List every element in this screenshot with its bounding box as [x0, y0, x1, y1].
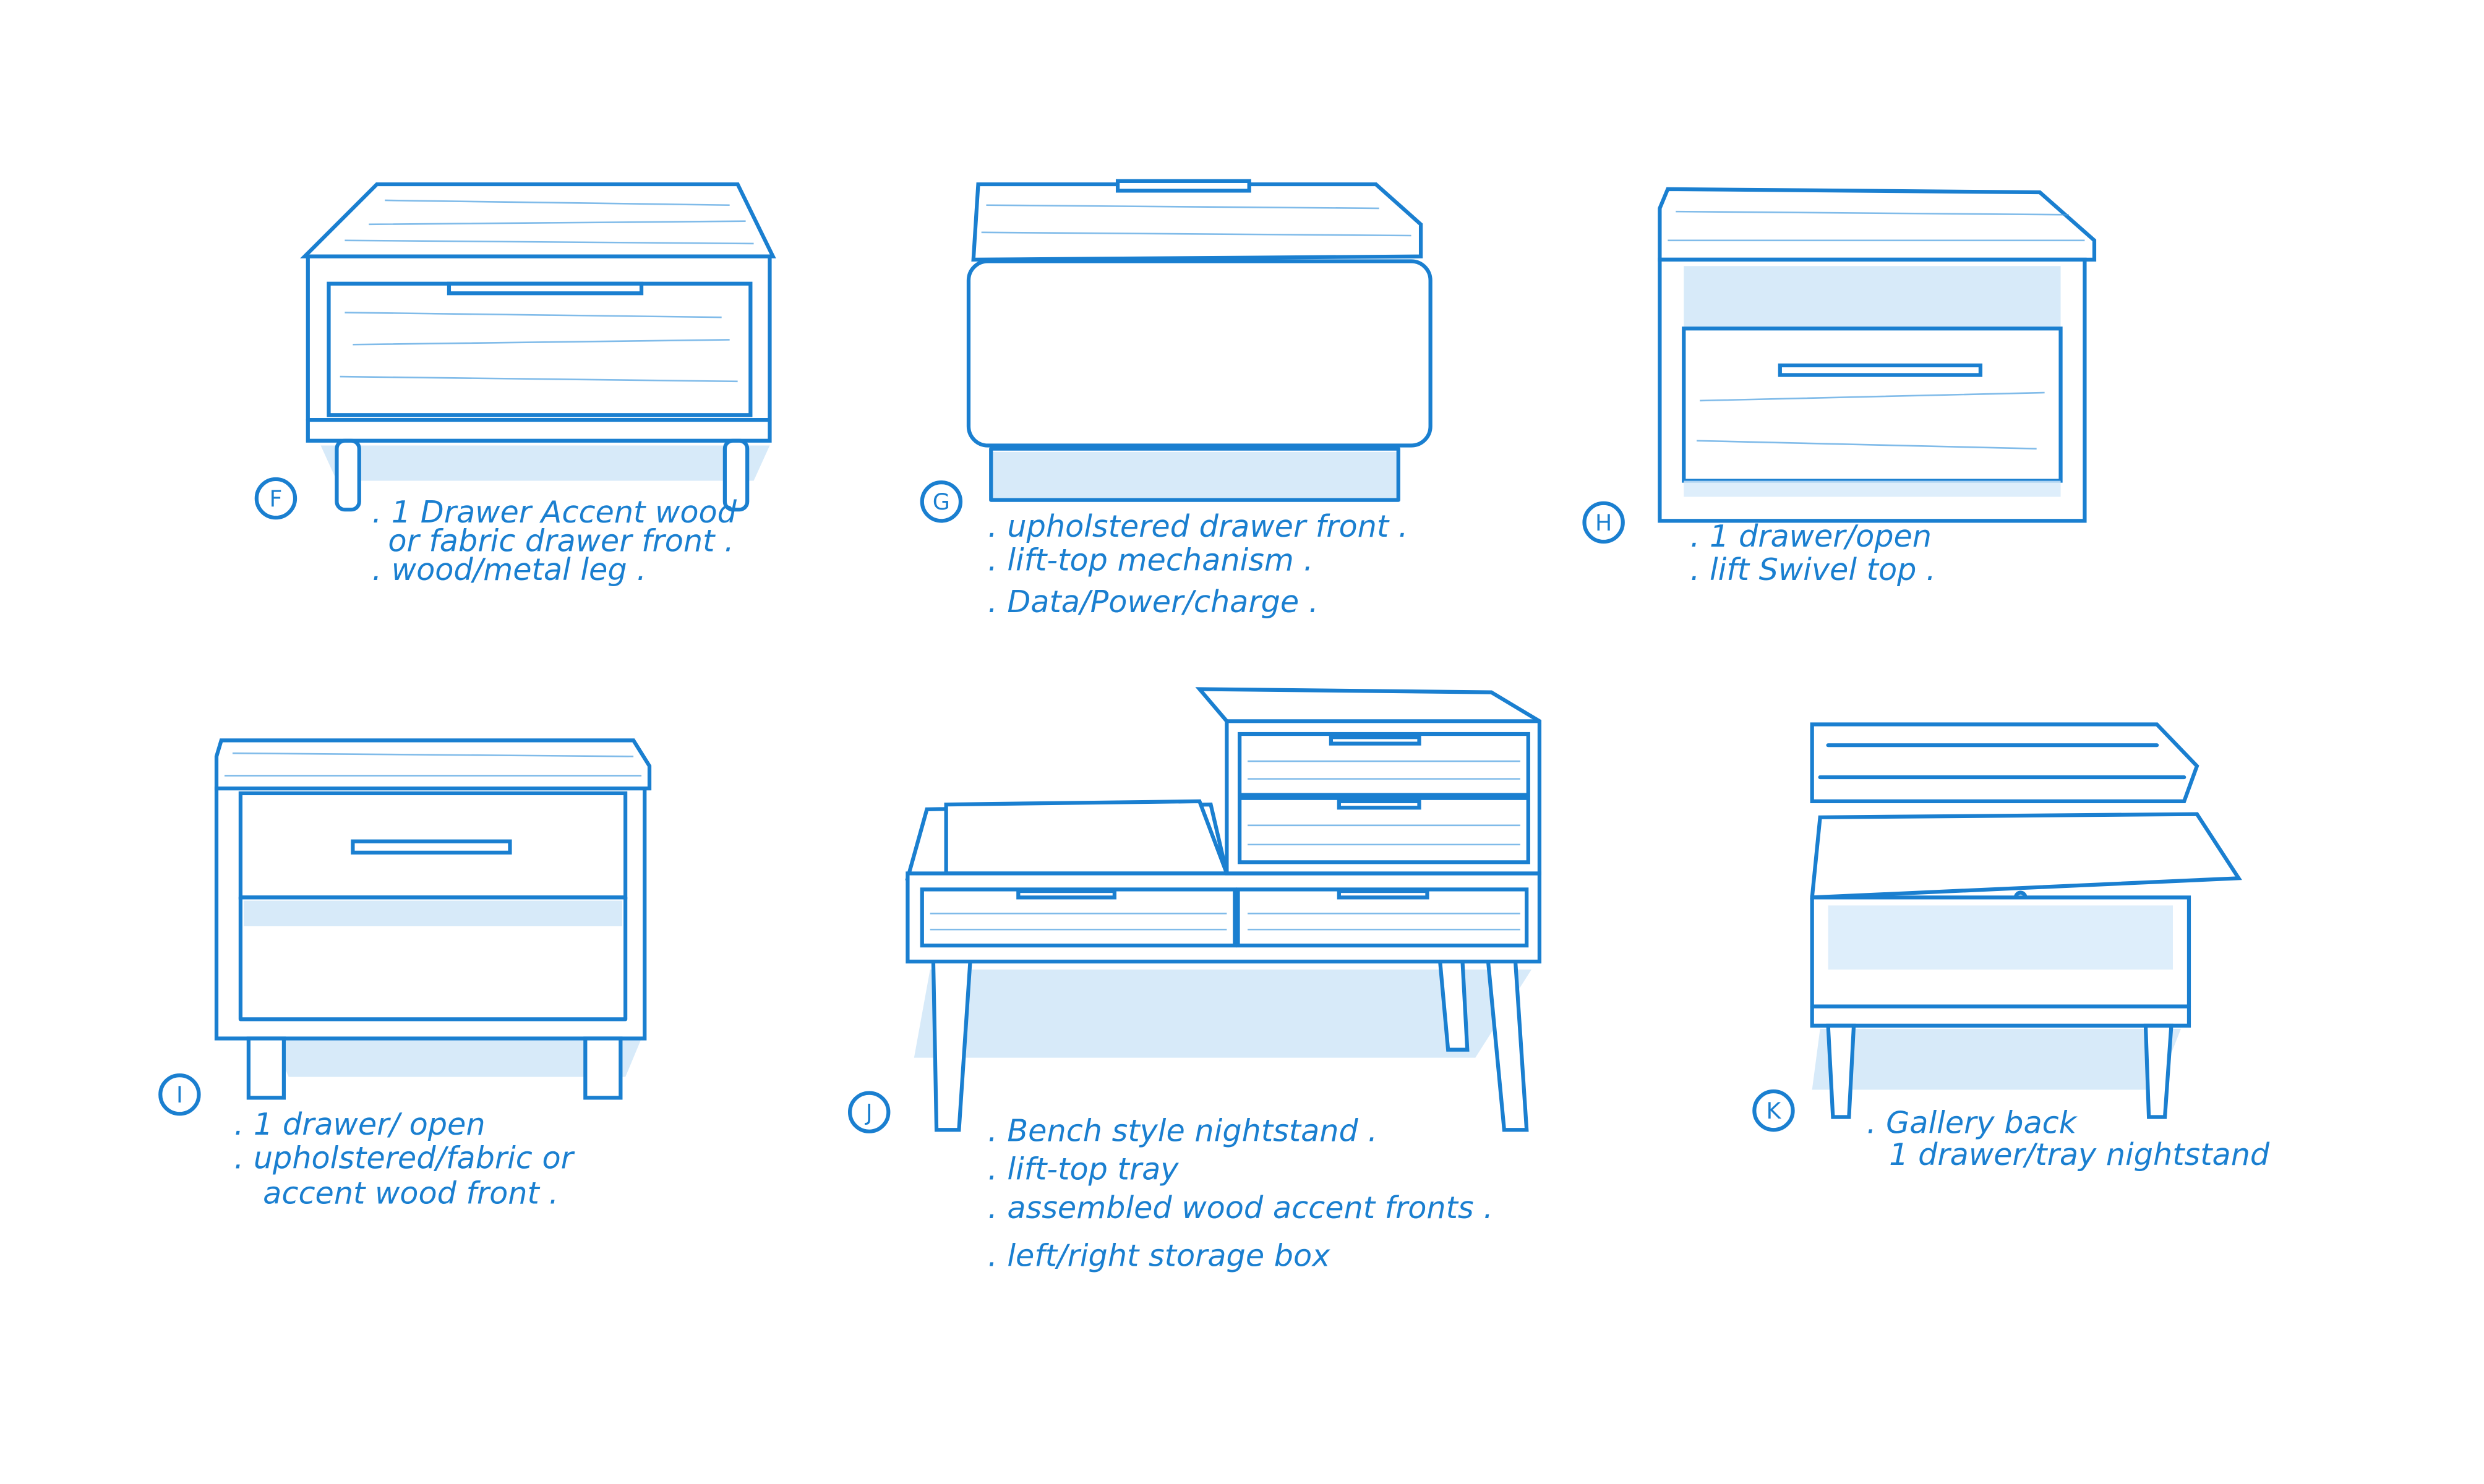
note: . assembled wood accent fronts . [988, 1190, 1493, 1226]
note: accent wood front . [263, 1175, 559, 1211]
design-label: F [269, 485, 282, 512]
design-label: G [933, 488, 950, 515]
nightstand-g-sketch [966, 179, 1433, 502]
design-f-annotation: F . 1 Drawer Accent wood or fabric drawe… [254, 477, 737, 587]
note: . lift Swivel top . [1690, 552, 1936, 587]
note: . upholstered/fabric or [234, 1140, 575, 1175]
design-label: J [865, 1099, 873, 1126]
design-label: K [1767, 1098, 1782, 1124]
design-k-annotation: K . Gallery back 1 drawer/tray nightstan… [1752, 1089, 2270, 1172]
note: . Data/Power/charge . [988, 584, 1318, 620]
note: . wood/metal leg . [372, 552, 646, 587]
note: . Bench style nightstand . [988, 1112, 1377, 1148]
label-circle [920, 480, 963, 523]
label-circle [254, 477, 298, 520]
design-j-annotation: J . Bench style nightstand . . lift-top … [847, 1091, 1493, 1274]
nightstand-j-sketch [905, 687, 1542, 1132]
note: . Gallery back [1867, 1104, 2078, 1140]
note: . lift-top tray [988, 1151, 1179, 1187]
note: or fabric drawer front . [388, 523, 734, 559]
note: . 1 drawer/ open [234, 1106, 486, 1142]
design-i-annotation: I . 1 drawer/ open . upholstered/fabric … [158, 1073, 575, 1211]
nightstand-i-sketch [214, 738, 652, 1100]
note: . 1 drawer/open [1690, 518, 1932, 554]
label-circle [1582, 501, 1625, 544]
note: . upholstered drawer front . [988, 508, 1408, 544]
note: 1 drawer/tray nightstand [1889, 1136, 2270, 1172]
design-label: I [176, 1081, 183, 1108]
label-circle [847, 1091, 891, 1133]
design-label: H [1595, 510, 1612, 536]
nightstand-f-sketch [300, 182, 776, 512]
note: . left/right storage box [988, 1238, 1330, 1274]
label-circle [1752, 1089, 1795, 1132]
design-h-annotation: H . 1 drawer/open . lift Swivel top . [1582, 501, 1936, 587]
design-g-annotation: G . upholstered drawer front . . lift-to… [920, 480, 1408, 620]
nightstand-h-sketch [1658, 187, 2097, 523]
note: . 1 Drawer Accent wood [372, 494, 737, 530]
nightstand-k-sketch [1810, 722, 2242, 1119]
label-circle [158, 1073, 201, 1116]
note: . lift-top mechanism . [988, 542, 1313, 578]
